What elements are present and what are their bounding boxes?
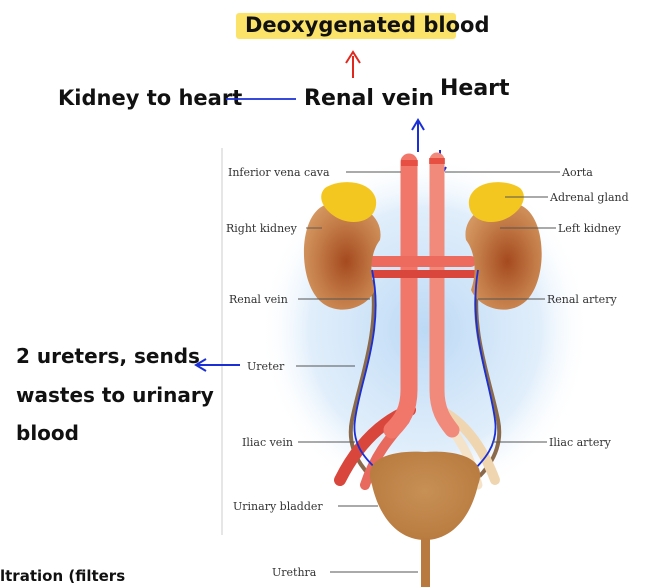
vena-cava-top	[401, 160, 418, 166]
renal-vein-vessel	[368, 256, 476, 267]
blue-left-arrow	[196, 359, 240, 371]
label-inferior-vena-cava: Inferior vena cava	[228, 166, 330, 179]
label-iliac-vein: Iliac vein	[242, 436, 293, 449]
label-renal-artery: Renal artery	[547, 293, 617, 306]
urethra-tube	[421, 538, 430, 587]
label-aorta: Aorta	[561, 166, 593, 179]
label-ureter: Ureter	[247, 360, 285, 373]
label-urinary-bladder: Urinary bladder	[233, 500, 323, 513]
label-iliac-artery: Iliac artery	[549, 436, 612, 449]
label-urethra: Urethra	[272, 566, 317, 579]
label-renal-vein: Renal vein	[229, 293, 288, 306]
renal-artery-vessel	[370, 270, 478, 278]
label-left-kidney: Left kidney	[558, 222, 622, 235]
aorta-top	[429, 158, 445, 164]
red-arrow	[346, 52, 360, 78]
urinary-bladder-shape	[370, 452, 480, 540]
label-right-kidney: Right kidney	[226, 222, 298, 235]
blue-up-arrow	[412, 120, 424, 152]
label-adrenal-gland: Adrenal gland	[549, 191, 629, 204]
